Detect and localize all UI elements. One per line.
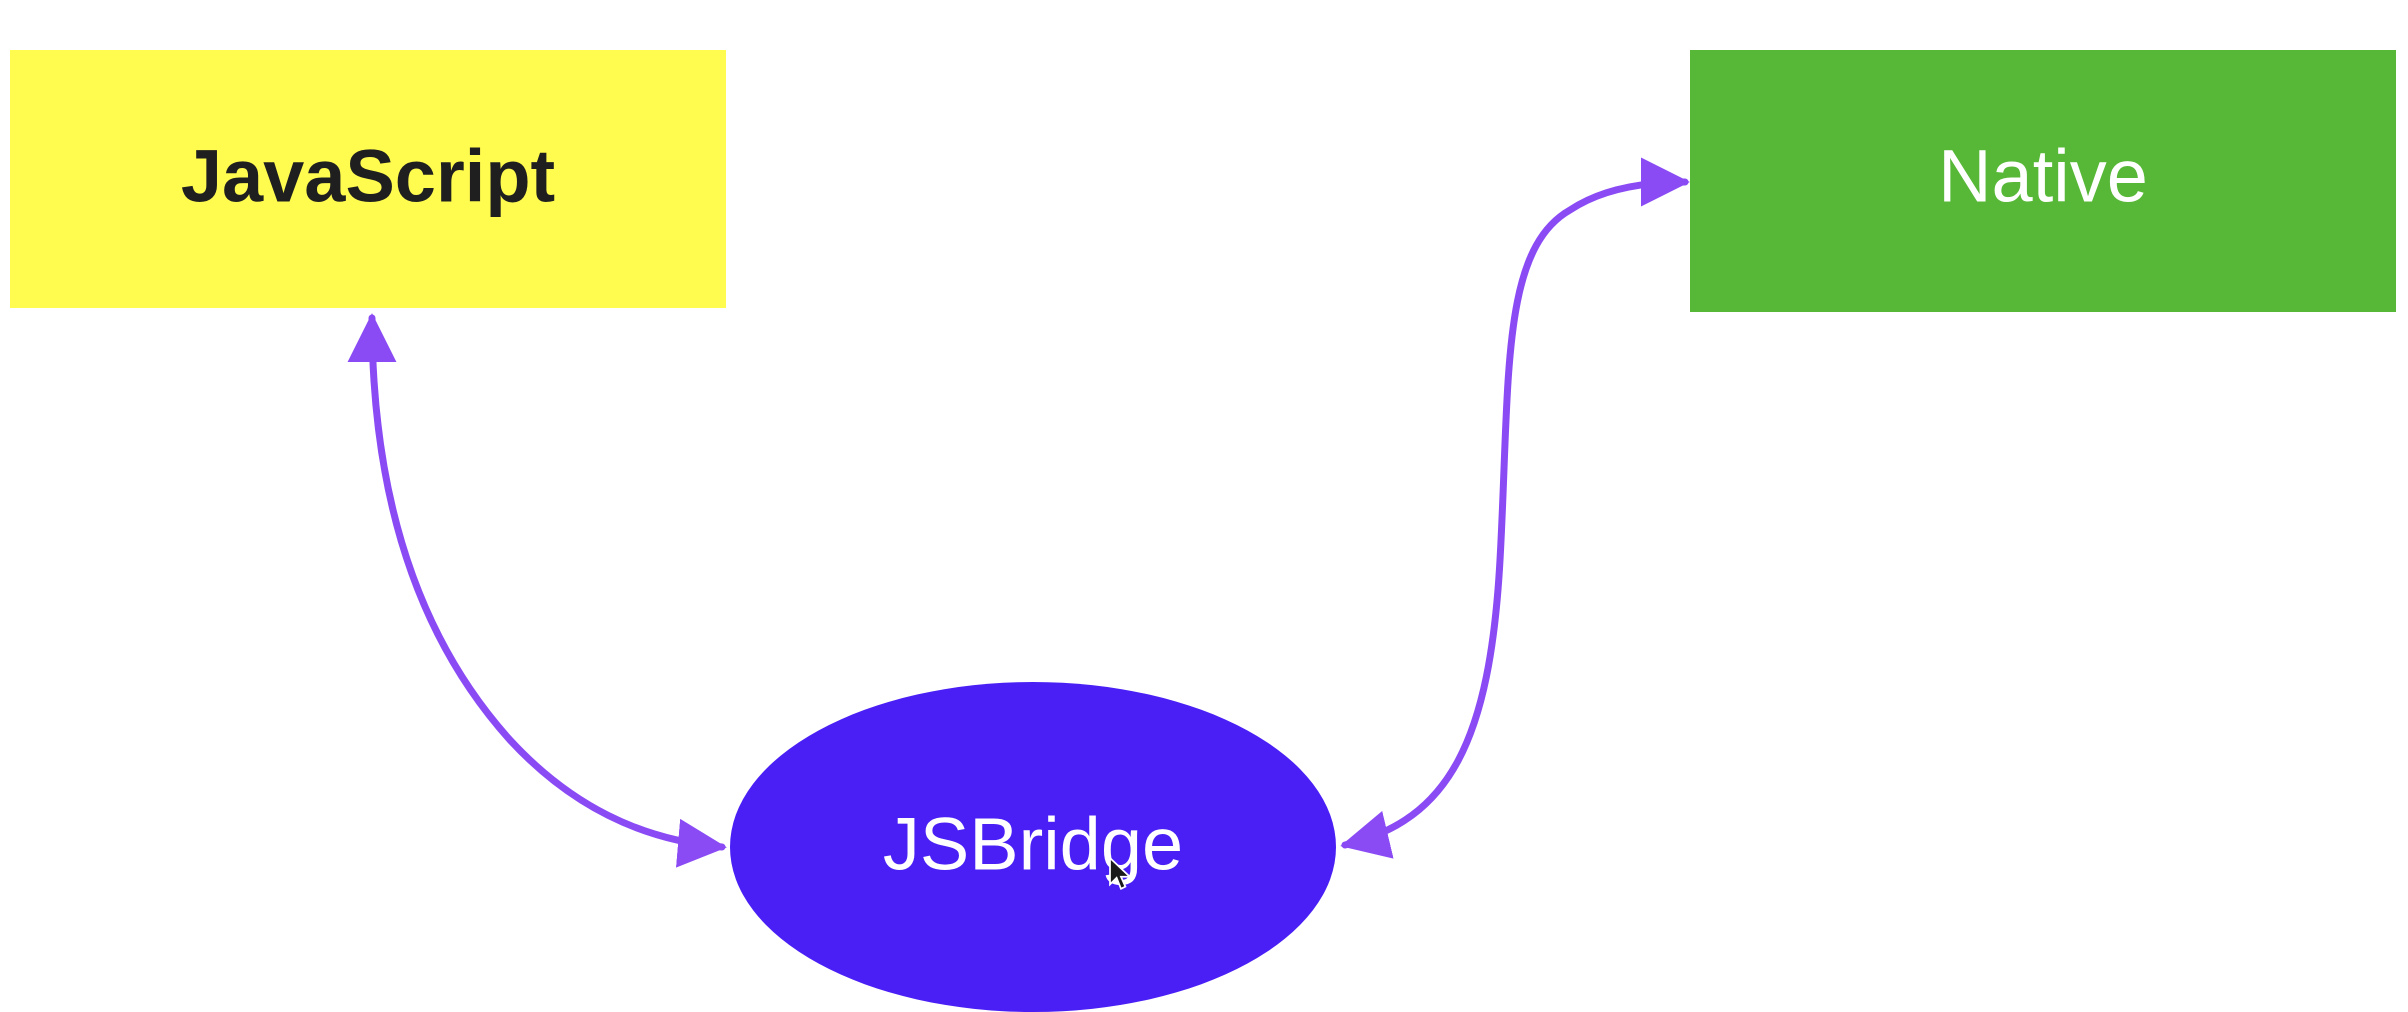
- node-javascript[interactable]: JavaScript: [10, 50, 726, 308]
- edge-jsbridge-native: [1340, 157, 1690, 859]
- edge-javascript-jsbridge: [347, 313, 727, 868]
- mouse-cursor-icon: [1109, 855, 1133, 891]
- javascript-label: JavaScript: [181, 135, 555, 218]
- javascript-box: [10, 50, 726, 308]
- native-box: [1690, 50, 2396, 312]
- node-jsbridge[interactable]: JSBridge: [730, 682, 1336, 1012]
- jsbridge-label: JSBridge: [883, 803, 1183, 886]
- jsbridge-ellipse: [730, 682, 1336, 1012]
- node-native[interactable]: Native: [1690, 50, 2396, 312]
- native-label: Native: [1938, 135, 2148, 218]
